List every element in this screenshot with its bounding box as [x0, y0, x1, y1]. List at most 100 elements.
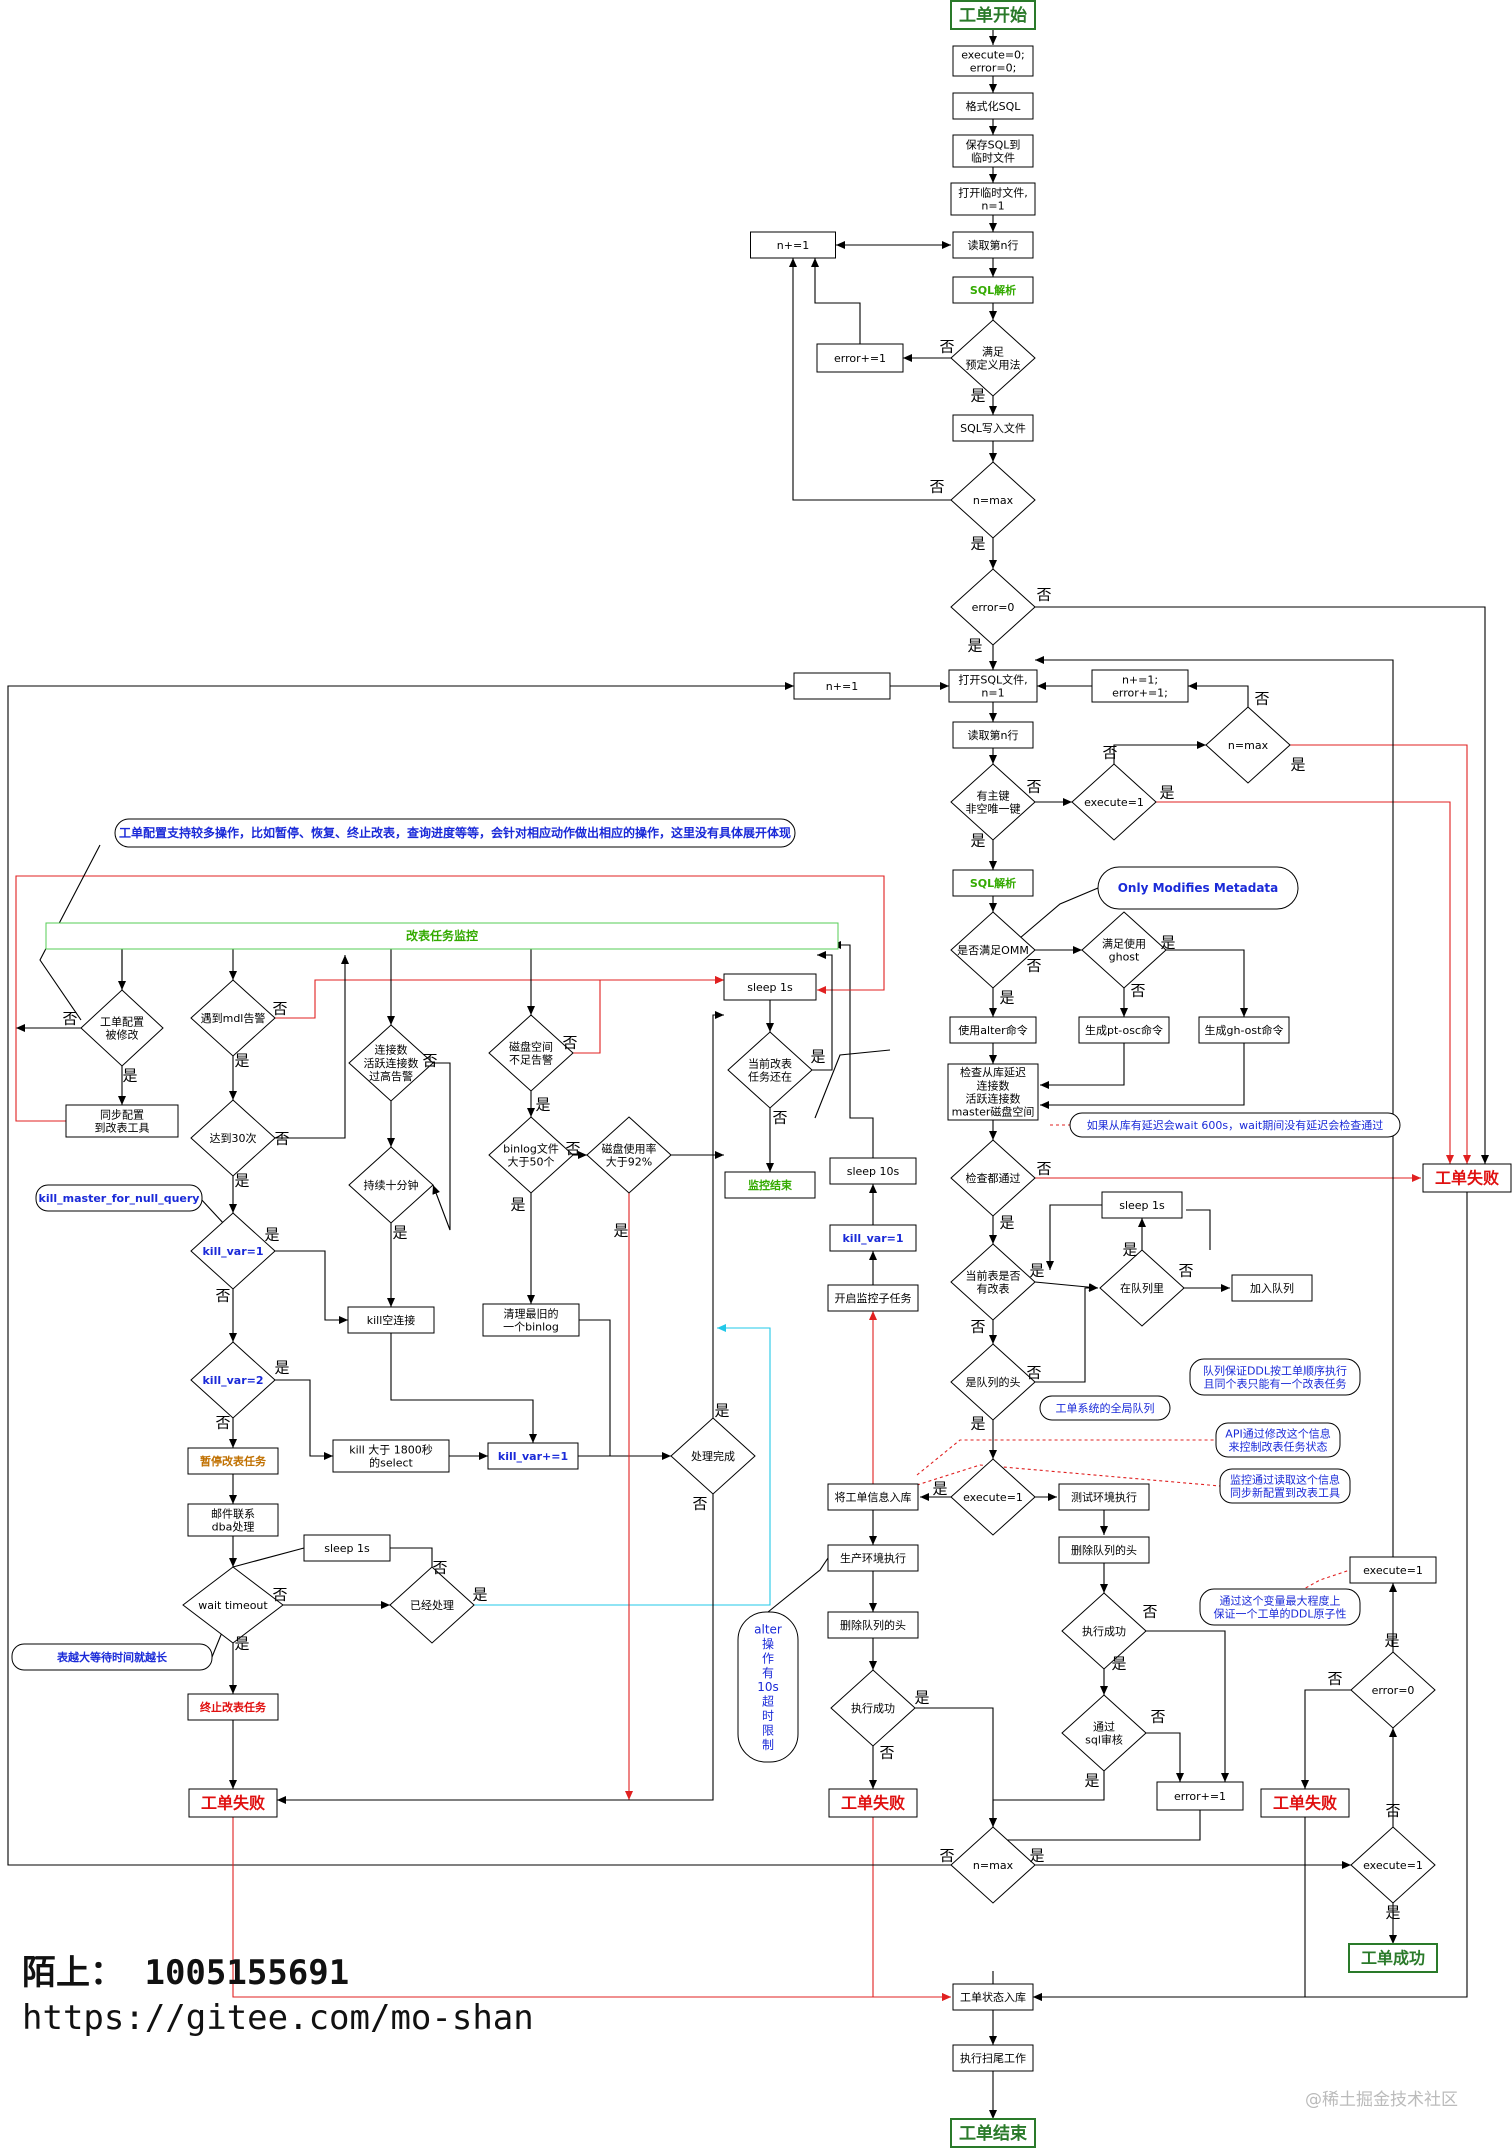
yes-label: 是	[1290, 755, 1305, 773]
flow-edge	[872, 1817, 951, 2001]
yes-label: 是	[714, 1401, 729, 1419]
last10-diamond	[348, 1146, 434, 1224]
sleep10s-label: sleep 10s	[847, 1165, 900, 1178]
author-watermark: 陌上： 1005155691	[22, 1953, 350, 1993]
sleep1s-r-label: sleep 1s	[1119, 1199, 1165, 1212]
slave-note-box	[1069, 1112, 1401, 1138]
yes-label: 是	[970, 386, 985, 404]
no-label: 否	[1036, 1159, 1051, 1177]
use-ghost-diamond	[1081, 911, 1167, 989]
n-inc1-box	[750, 231, 836, 259]
var-note-label: 通过这个变量最大程度上保证一个工单的DDL原子性	[1213, 1593, 1346, 1620]
task-exists-label: 当前改表任务还在	[748, 1056, 792, 1083]
flow-edge	[1156, 801, 1454, 1164]
kill-var1-b-box	[829, 1224, 917, 1252]
queue-note-label: 队列保证DDL按工单顺序执行且同个表只能有一个改表任务	[1203, 1363, 1347, 1390]
flow-edge	[15, 875, 885, 1122]
del-head2-label: 删除队列的头	[840, 1618, 906, 1632]
stop-task-box	[187, 1693, 279, 1721]
no-label: 否	[562, 1033, 577, 1051]
no-label: 否	[1026, 1363, 1041, 1381]
sleep1s-l-box	[303, 1534, 391, 1562]
exec1-c-label: execute=1	[1363, 1564, 1423, 1577]
flow-edge	[277, 1494, 714, 1804]
sql-parse2-box	[952, 869, 1034, 897]
yes-label: 是	[810, 1047, 825, 1065]
fail-center-label: 工单失败	[841, 1794, 905, 1813]
yes-label: 是	[274, 1358, 289, 1376]
flow-edge	[275, 976, 724, 1019]
n-max2-diamond	[1205, 706, 1291, 784]
monitor-end-label: 监控结束	[748, 1178, 793, 1192]
no-label: 否	[1102, 743, 1117, 761]
open-monitor-box	[827, 1284, 919, 1312]
yes-label: 是	[392, 1223, 407, 1241]
flow-edge	[1035, 606, 1489, 1164]
handled-label: 处理完成	[691, 1449, 735, 1463]
no-label: 否	[929, 477, 944, 495]
flow-edge	[916, 1439, 1216, 1476]
monitor-bar-label: 改表任务监控	[406, 928, 478, 943]
yes-label: 是	[234, 1171, 249, 1189]
no-label: 否	[215, 1413, 230, 1431]
flow-edge	[1166, 949, 1248, 1017]
kill-var1-diamond	[190, 1212, 276, 1290]
flow-edge	[199, 1197, 226, 1226]
no-label: 否	[1026, 956, 1041, 974]
n-max3-label: n=max	[973, 1859, 1014, 1872]
monitor-note-box	[1219, 1468, 1351, 1504]
err0-2-label: error=0	[1372, 1684, 1415, 1697]
sql-write-label: SQL写入文件	[960, 421, 1026, 435]
in-queue-label: 在队列里	[1120, 1281, 1164, 1295]
no-label: 否	[1036, 585, 1051, 603]
status-save-label: 工单状态入库	[960, 1990, 1026, 2004]
monitor-end-box	[724, 1171, 816, 1199]
del-head2-box	[827, 1611, 919, 1639]
save-sql-label: 保存SQL到临时文件	[966, 137, 1021, 164]
is-head-diamond	[950, 1343, 1036, 1421]
n-inc-err-box	[1091, 669, 1189, 703]
yes-label: 是	[970, 1414, 985, 1432]
end-label: 工单结束	[959, 2123, 1027, 2144]
sleep1s-m-label: sleep 1s	[747, 981, 793, 994]
open-tmp1-box	[950, 182, 1036, 216]
flow-edge	[1046, 1204, 1102, 1270]
err0-1-diamond	[950, 568, 1036, 646]
n-inc-left-label: n+=1	[826, 680, 858, 693]
kill-var2-diamond	[190, 1341, 276, 1419]
flow-edge	[474, 1324, 771, 1606]
kill-conn-label: kill空连接	[367, 1313, 416, 1327]
yes-label: 是	[999, 1213, 1014, 1231]
yes-label: 是	[970, 534, 985, 552]
format-sql-label: 格式化SQL	[966, 99, 1022, 113]
flow-edge	[1247, 1569, 1351, 1621]
sleep1s-r-box	[1101, 1191, 1183, 1219]
tail-work-box	[952, 2044, 1034, 2072]
pause-task-box	[187, 1447, 279, 1475]
no-label: 否	[1254, 689, 1269, 707]
read-n2-box	[952, 721, 1034, 749]
pause-task-label: 暂停改表任务	[200, 1454, 267, 1468]
gen-ptosc-label: 生成pt-osc命令	[1085, 1023, 1163, 1037]
disk-alarm-label: 磁盘空间不足告警	[509, 1039, 553, 1066]
flow-edge	[232, 1547, 305, 1568]
start-label: 工单开始	[959, 5, 1027, 26]
flow-edge	[7, 682, 951, 1866]
flow-edge	[916, 1464, 1221, 1487]
save-order-box	[827, 1483, 919, 1511]
yes-label: 是	[1122, 1240, 1137, 1258]
no-label: 否	[1178, 1261, 1193, 1279]
omm-note-box	[1097, 866, 1299, 910]
read-n1-label: 读取第n行	[968, 238, 1019, 252]
sleep1s-m-box	[723, 973, 817, 1001]
exec1-a-diamond	[1071, 763, 1157, 841]
flow-edge	[1290, 744, 1471, 1164]
yes-label: 是	[1160, 933, 1175, 951]
exec1-c-box	[1349, 1556, 1437, 1584]
exec1-d-label: execute=1	[1363, 1859, 1423, 1872]
last10-label: 持续十分钟	[364, 1178, 419, 1192]
flow-edge	[390, 1547, 433, 1567]
no-label: 否	[939, 337, 954, 355]
flow-edge	[1035, 1284, 1098, 1383]
disk92-label: 磁盘使用率大于92%	[602, 1141, 657, 1168]
